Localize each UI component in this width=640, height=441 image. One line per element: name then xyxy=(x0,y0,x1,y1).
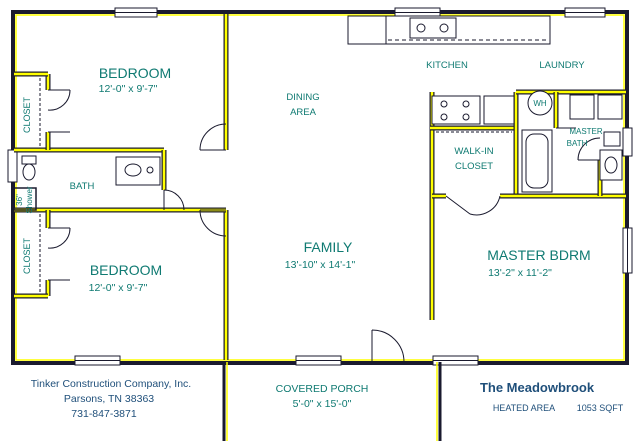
bath-sink-icon xyxy=(124,163,142,177)
door-master-bath xyxy=(577,137,601,161)
window-left-bath xyxy=(7,149,18,183)
company-phone: 731-847-3871 xyxy=(71,408,137,420)
window-master-bath-right xyxy=(622,127,633,157)
laundry-label: LAUNDRY xyxy=(539,60,585,71)
bedroom-bottom-size: 12'-0" x 9'-7" xyxy=(89,282,148,294)
shower-label: 36" xyxy=(15,194,24,206)
closet-bottom-label: CLOSET xyxy=(22,237,32,274)
door-front xyxy=(371,329,405,363)
closet-rods xyxy=(39,78,512,292)
master-sink-icon xyxy=(604,156,618,174)
dining-label-2: AREA xyxy=(290,107,317,118)
bedroom-bottom-label: BEDROOM xyxy=(90,262,162,278)
windows xyxy=(7,7,633,366)
water-heater-icon xyxy=(527,90,553,116)
door-walkin xyxy=(445,195,501,216)
kitchen-sink-icon xyxy=(409,17,457,39)
fridge-icon xyxy=(483,95,515,125)
stove-icon xyxy=(431,95,481,125)
water-heater-label: WH xyxy=(533,99,547,108)
family-label: FAMILY xyxy=(304,239,353,255)
master-toilet-icon xyxy=(603,131,621,147)
dryer-icon xyxy=(597,94,623,120)
bath-fixtures xyxy=(21,129,623,193)
door-bedroom-top xyxy=(199,123,227,151)
shower-label-2: Shower xyxy=(25,186,34,213)
door-bath xyxy=(163,189,185,211)
kitchen-label: KITCHEN xyxy=(426,60,468,71)
porch-label: COVERED PORCH xyxy=(276,383,369,395)
washer-icon xyxy=(569,94,595,120)
toilet-icon xyxy=(21,155,37,165)
bath-label: BATH xyxy=(70,181,95,192)
family-size: 13'-10" x 14'-1" xyxy=(285,259,356,271)
door-bedroom-bottom xyxy=(199,209,227,237)
plan-name: The Meadowbrook xyxy=(480,380,595,395)
door-closet-top xyxy=(47,89,71,133)
covered-porch xyxy=(222,362,442,441)
master-bath-label: MASTER xyxy=(569,127,603,136)
heated-area-label: HEATED AREA xyxy=(493,403,555,413)
master-bedroom-size: 13'-2" x 11'-2" xyxy=(488,267,552,279)
porch-size: 5'-0" x 15'-0" xyxy=(293,398,352,410)
master-bedroom-label: MASTER BDRM xyxy=(487,247,590,263)
bedroom-top-label: BEDROOM xyxy=(99,65,171,81)
heated-area-sqft: 1053 SQFT xyxy=(577,403,624,413)
walkin-closet-label-2: CLOSET xyxy=(455,161,493,172)
company-city: Parsons, TN 38363 xyxy=(64,393,154,405)
door-closet-bottom xyxy=(47,227,71,281)
dining-label: DINING xyxy=(286,92,319,103)
closet-top-label: CLOSET xyxy=(22,96,32,133)
doors xyxy=(47,89,601,363)
company-name: Tinker Construction Company, Inc. xyxy=(31,378,191,390)
kitchen-fixtures xyxy=(347,15,623,125)
master-bath-label-2: BATH xyxy=(567,139,588,148)
walkin-closet-label: WALK-IN xyxy=(454,146,493,157)
bedroom-top-size: 12'-0" x 9'-7" xyxy=(99,83,158,95)
